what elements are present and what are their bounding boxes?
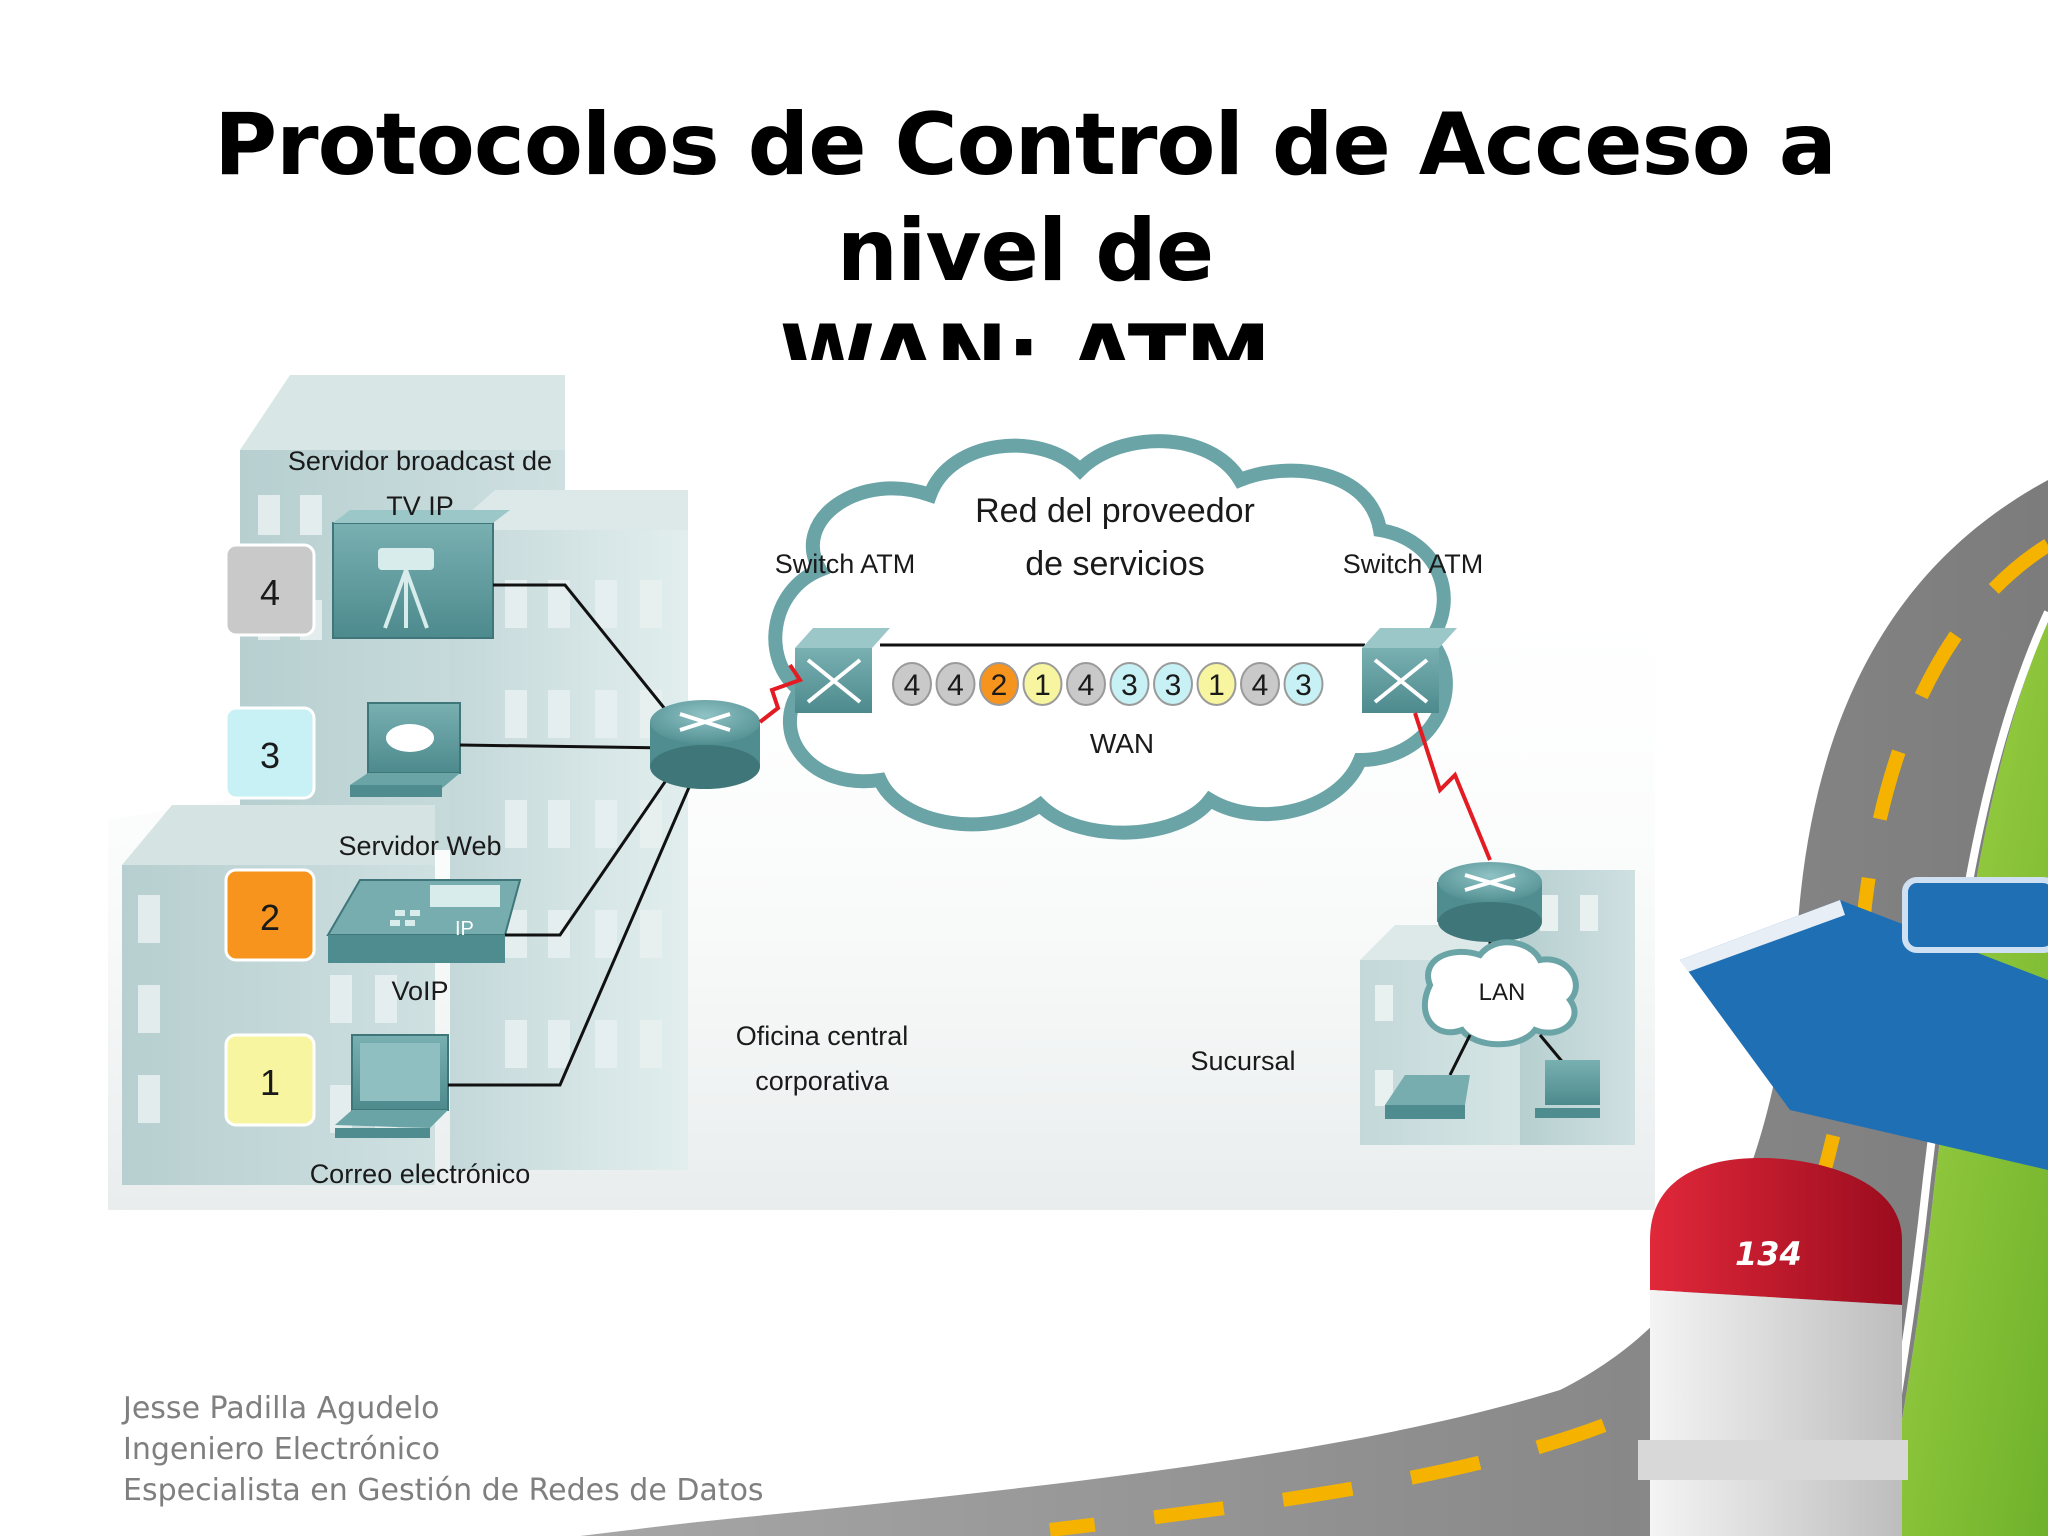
atm-cell-label-10: 3 (1295, 669, 1312, 702)
service-number-4: 4 (260, 572, 280, 613)
lan-cloud (1421, 939, 1579, 1048)
atm-cell-5 (1066, 662, 1106, 706)
ip-badge: IP (455, 918, 474, 940)
tv-server-label-line1: Servidor broadcast de (288, 446, 552, 476)
author-specialty: Especialista en Gestión de Redes de Dato… (123, 1473, 764, 1508)
atm-cell-4 (1022, 662, 1063, 706)
title-line-1: Protocolos de Control de Acceso a nivel … (214, 95, 1837, 301)
atm-cell-3 (979, 662, 1019, 706)
atm-cell-label-8: 1 (1208, 669, 1225, 702)
atm-switch-left-icon (795, 628, 890, 713)
ip-phone-icon: IP (326, 879, 522, 963)
tv-camera-icon (332, 510, 510, 639)
service-tile-2 (224, 868, 316, 962)
switch-atm-left-label: Switch ATM (775, 549, 916, 579)
web-server-monitor-icon (350, 702, 461, 797)
atm-cell-label-4: 1 (1034, 669, 1051, 702)
blue-sign (1680, 900, 2048, 1170)
cloud-label-line2: de servicios (1025, 545, 1205, 583)
cloud-label-line1: Red del proveedor (975, 492, 1255, 530)
branch-phone-icon (1385, 1075, 1470, 1119)
email-label: Correo electrónico (310, 1159, 531, 1189)
hq-label-line2: corporativa (755, 1066, 890, 1096)
atm-cell-label-2: 4 (947, 669, 964, 702)
service-tile-3 (224, 706, 316, 800)
web-server-label: Servidor Web (338, 831, 501, 861)
atm-cell-label-7: 3 (1165, 669, 1182, 702)
wan-serial-link-branch (1413, 712, 1492, 861)
hq-router-icon (650, 700, 760, 789)
hq-lan-links (448, 583, 692, 1087)
atm-cell-2 (935, 662, 976, 706)
provider-cloud (768, 434, 1453, 840)
atm-cell-label-6: 3 (1121, 669, 1138, 702)
lan-label: LAN (1479, 979, 1526, 1006)
branch-computer-icon (1535, 1060, 1600, 1118)
atm-cell-label-9: 4 (1252, 669, 1269, 702)
wan-label: WAN (1090, 728, 1154, 759)
atm-cell-10 (1283, 662, 1324, 706)
atm-cell-7 (1153, 662, 1193, 706)
atm-cell-label-1: 4 (904, 669, 921, 702)
service-number-1: 1 (260, 1062, 280, 1103)
author-title: Ingeniero Electrónico (123, 1432, 440, 1467)
service-number-3: 3 (260, 735, 280, 776)
atm-cell-9 (1240, 662, 1280, 706)
atm-cell-1 (892, 662, 932, 706)
author-footer: Jesse Padilla Agudelo Ingeniero Electrón… (123, 1388, 764, 1511)
voip-label: VoIP (391, 976, 448, 1006)
author-name: Jesse Padilla Agudelo (123, 1391, 440, 1426)
atm-cell-8 (1196, 662, 1237, 706)
computer-icon (335, 1034, 449, 1138)
tv-server-label-line2: TV IP (386, 491, 454, 521)
sign-post (1902, 877, 2048, 953)
service-number-2: 2 (260, 897, 280, 938)
branch-label: Sucursal (1190, 1046, 1295, 1076)
hq-label-line1: Oficina central (736, 1021, 909, 1051)
atm-cell-label-3: 2 (991, 669, 1008, 702)
service-tile-1 (224, 1033, 316, 1127)
km-marker-top (1650, 1158, 1902, 1305)
page-number: 134 (1735, 1235, 1802, 1273)
switch-atm-right-label: Switch ATM (1343, 549, 1484, 579)
wan-serial-link-hq (758, 663, 804, 724)
atm-cell-label-5: 4 (1078, 669, 1095, 702)
service-tile-4 (224, 543, 316, 637)
branch-router-icon (1437, 862, 1542, 942)
atm-cell-6 (1109, 662, 1150, 706)
slide-title: Protocolos de Control de Acceso a nivel … (100, 92, 1950, 410)
atm-switch-right-icon (1362, 628, 1457, 713)
